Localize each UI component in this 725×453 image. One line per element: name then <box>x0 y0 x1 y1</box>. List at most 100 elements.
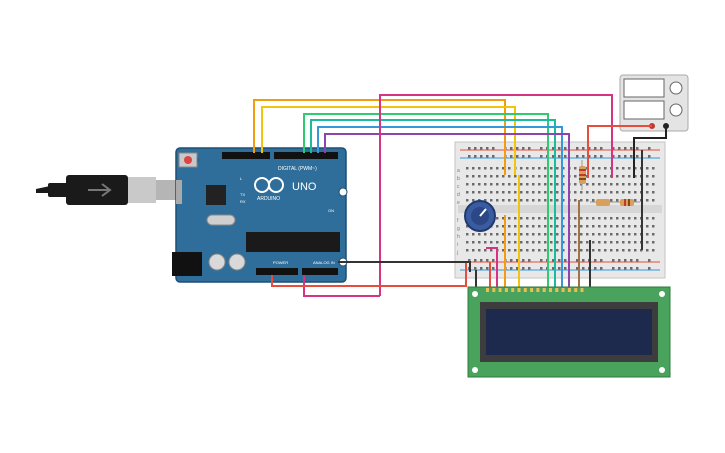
breadboard-hole <box>526 225 529 228</box>
breadboard-hole <box>598 233 601 236</box>
rail-hole <box>594 155 597 158</box>
arduino-logo: ARDUINO <box>254 177 284 202</box>
lcd-pin[interactable] <box>549 288 552 292</box>
resistor-1[interactable] <box>579 160 586 190</box>
breadboard-hole <box>622 183 625 186</box>
breadboard-hole <box>508 175 511 178</box>
rail-hole <box>522 259 525 262</box>
lcd-pin[interactable] <box>511 288 515 292</box>
breadboard-hole <box>646 225 649 228</box>
breadboard-hole <box>472 241 475 244</box>
resistor-2[interactable] <box>590 199 640 206</box>
breadboard-hole <box>604 249 607 252</box>
breadboard-hole <box>562 217 565 220</box>
breadboard-hole <box>622 167 625 170</box>
rail-hole <box>510 155 513 158</box>
breadboard-hole <box>496 191 499 194</box>
lcd-pin[interactable] <box>498 288 502 292</box>
power-supply-icon[interactable] <box>619 74 689 132</box>
rail-hole <box>576 259 579 262</box>
breadboard-hole <box>574 199 577 202</box>
rail-hole <box>552 267 555 270</box>
breadboard-hole <box>634 167 637 170</box>
row-letter: g <box>457 226 460 232</box>
breadboard-hole <box>598 183 601 186</box>
lcd-pin[interactable] <box>530 288 534 292</box>
breadboard-hole <box>562 191 565 194</box>
breadboard-hole <box>478 191 481 194</box>
rail-hole <box>564 147 567 150</box>
lcd-pin[interactable] <box>517 288 521 292</box>
rail-hole <box>468 259 471 262</box>
breadboard-hole <box>544 183 547 186</box>
rail-hole <box>474 155 477 158</box>
breadboard-hole <box>586 191 589 194</box>
breadboard-hole <box>574 175 577 178</box>
breadboard-hole <box>502 233 505 236</box>
breadboard-hole <box>526 217 529 220</box>
breadboard-hole <box>496 167 499 170</box>
breadboard-hole <box>556 175 559 178</box>
rail-hole <box>618 155 621 158</box>
breadboard-hole <box>550 249 553 252</box>
lcd-pin[interactable] <box>504 288 508 292</box>
power-analog-header[interactable] <box>256 268 338 275</box>
breadboard-hole <box>652 225 655 228</box>
row-letter: d <box>457 192 460 198</box>
breadboard-hole <box>556 225 559 228</box>
breadboard-hole <box>616 167 619 170</box>
rail-hole <box>630 259 633 262</box>
breadboard-hole <box>520 167 523 170</box>
breadboard-hole <box>526 183 529 186</box>
potentiometer-icon[interactable] <box>464 200 496 232</box>
breadboard-hole <box>478 167 481 170</box>
lcd-pin[interactable] <box>574 288 578 292</box>
breadboard-hole <box>616 199 619 202</box>
row-letter: a <box>457 168 460 174</box>
breadboard-hole <box>652 217 655 220</box>
breadboard-hole <box>496 241 499 244</box>
lcd-pin[interactable] <box>536 288 540 292</box>
breadboard-hole <box>634 183 637 186</box>
breadboard-hole <box>484 241 487 244</box>
breadboard-hole <box>628 241 631 244</box>
rail-hole <box>600 155 603 158</box>
rx-label: RX <box>240 199 246 204</box>
dc-power-jack[interactable] <box>172 252 202 276</box>
breadboard-hole <box>556 233 559 236</box>
reset-button[interactable] <box>178 152 198 168</box>
rail-hole <box>612 259 615 262</box>
lcd-display[interactable] <box>467 286 671 378</box>
breadboard-hole <box>544 175 547 178</box>
breadboard-hole <box>466 199 469 202</box>
lcd-pin[interactable] <box>542 288 546 292</box>
lcd-pin[interactable] <box>561 288 565 292</box>
breadboard-hole <box>478 241 481 244</box>
arduino-uno-board[interactable]: ARDUINO UNO DIGITAL (PWM~) POWER ANALOG … <box>172 147 348 283</box>
breadboard-hole <box>520 199 523 202</box>
digital-header[interactable] <box>222 152 338 159</box>
breadboard-hole <box>616 249 619 252</box>
lcd-pin[interactable] <box>486 288 489 292</box>
breadboard-hole <box>580 191 583 194</box>
rail-hole <box>522 155 525 158</box>
lcd-pin[interactable] <box>580 288 584 292</box>
lcd-pin[interactable] <box>567 288 571 292</box>
lcd-pin[interactable] <box>555 288 559 292</box>
rail-hole <box>540 147 543 150</box>
breadboard-hole <box>616 175 619 178</box>
wire-blue <box>317 126 563 289</box>
breadboard-hole <box>634 233 637 236</box>
breadboard-hole <box>550 191 553 194</box>
lcd-pin[interactable] <box>523 288 527 292</box>
breadboard-hole <box>478 233 481 236</box>
breadboard-hole <box>634 249 637 252</box>
breadboard-hole <box>586 199 589 202</box>
breadboard-hole <box>628 249 631 252</box>
rail-hole <box>612 155 615 158</box>
breadboard-hole <box>598 225 601 228</box>
breadboard-hole <box>502 217 505 220</box>
lcd-pin[interactable] <box>492 288 496 292</box>
breadboard-hole <box>514 249 517 252</box>
breadboard-hole <box>496 233 499 236</box>
